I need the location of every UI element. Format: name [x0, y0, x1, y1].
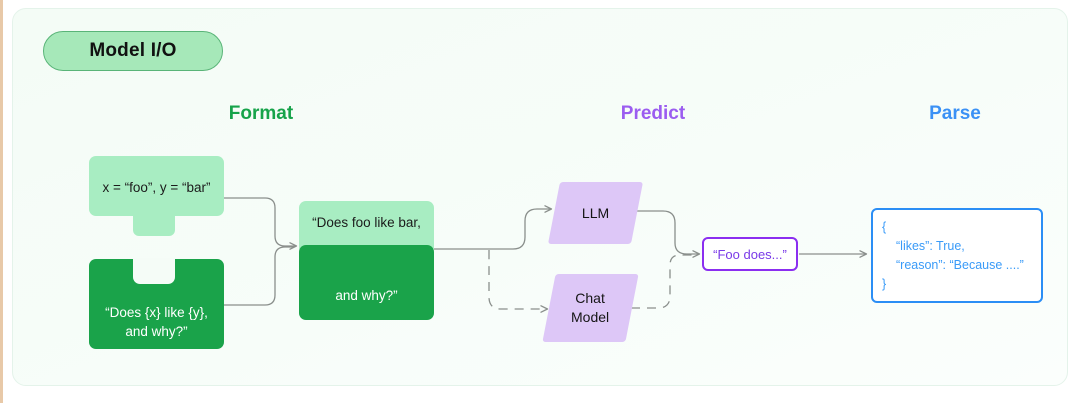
puzzle-piece-prompt-template-notch [133, 258, 175, 284]
column-heading-format-label: Format [228, 103, 294, 124]
wire-template-to-combined [224, 246, 294, 306]
raw-output-box[interactable]: “Foo does...” [702, 237, 798, 271]
json-line-likes: “likes”: True, [896, 239, 965, 253]
column-heading-predict-label: Predict [620, 103, 686, 124]
column-heading-format: Format [191, 103, 331, 125]
node-chat-model[interactable]: Chat Model [542, 274, 639, 342]
puzzle-piece-formatted-prompt-bottom [299, 245, 434, 320]
column-heading-predict: Predict [583, 103, 723, 125]
puzzle-piece-formatted-prompt-label-bottom: and why?” [335, 288, 398, 303]
model-io-card: Model I/O Format Predict Parse [12, 8, 1068, 386]
column-heading-parse: Parse [885, 103, 1025, 125]
node-llm[interactable]: LLM [547, 182, 644, 244]
wire-llm-to-raw-output [634, 210, 701, 258]
left-edge-strip [0, 0, 3, 403]
puzzle-piece-prompt-template[interactable]: “Does {x} like {y}, and why?” [89, 258, 224, 349]
puzzle-piece-variables-tab [133, 208, 175, 236]
model-io-badge-label: Model I/O [89, 40, 177, 61]
wire-branch-to-llm [512, 205, 553, 250]
puzzle-piece-formatted-prompt[interactable]: “Does foo like bar, and why?” [299, 201, 434, 320]
json-line-reason: “reason”: “Because ....” [896, 258, 1024, 272]
node-chat-model-label: Chat Model [571, 290, 610, 325]
node-llm-label: LLM [581, 204, 610, 221]
model-io-badge: Model I/O [43, 31, 223, 71]
wire-chat-model-to-raw-output [631, 254, 693, 309]
puzzle-piece-variables-label: x = “foo”, y = “bar” [102, 180, 211, 195]
json-line-close: } [882, 277, 887, 291]
puzzle-piece-prompt-template-label: “Does {x} like {y}, and why?” [105, 305, 208, 339]
puzzle-piece-variables[interactable]: x = “foo”, y = “bar” [89, 156, 224, 236]
wire-branch-to-chat-model [488, 249, 549, 313]
wire-vars-to-combined [224, 197, 298, 250]
raw-output-label: “Foo does...” [713, 246, 787, 262]
json-output-box[interactable]: { “likes”: True, “reason”: “Because ....… [871, 208, 1043, 303]
puzzle-piece-variables-body [89, 156, 224, 216]
puzzle-piece-formatted-prompt-label-top: “Does foo like bar, [312, 215, 421, 230]
column-heading-parse-label: Parse [929, 103, 981, 124]
json-line-open: { [882, 220, 887, 234]
